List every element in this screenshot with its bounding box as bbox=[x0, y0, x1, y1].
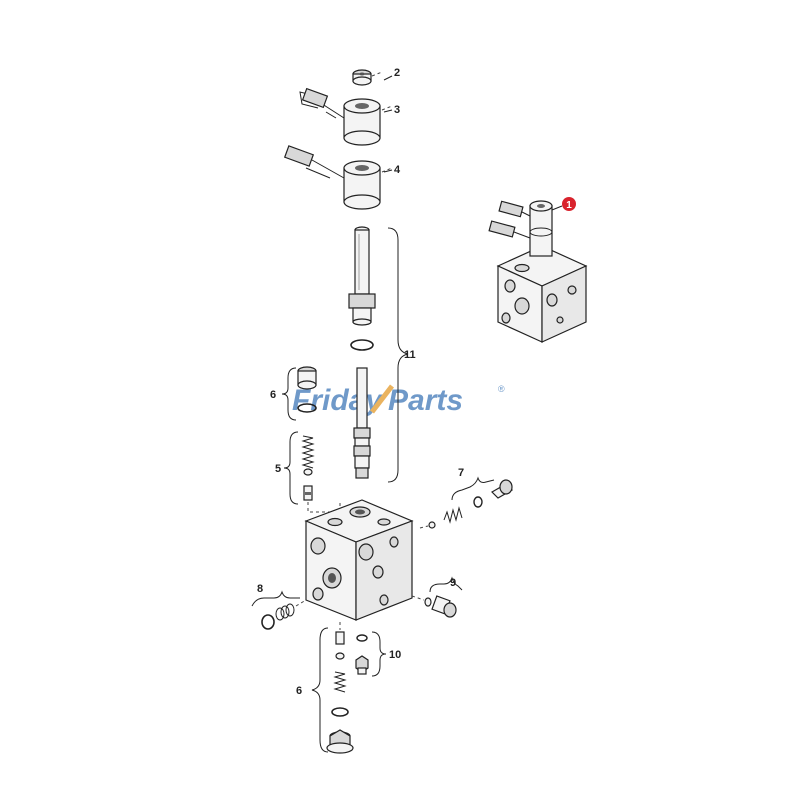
watermark-text-b: Parts bbox=[388, 384, 463, 417]
leader-1 bbox=[551, 205, 563, 211]
part-11-spool bbox=[353, 367, 371, 479]
part-6-plug-bottom-assembly bbox=[326, 622, 354, 754]
part-5-spring-assembly bbox=[301, 435, 315, 501]
part-6-plug-top bbox=[297, 366, 317, 413]
callout-bracket-6b bbox=[311, 627, 329, 753]
callout-4-label: 4 bbox=[394, 164, 401, 176]
leader-2 bbox=[383, 75, 393, 81]
callout-bracket-7 bbox=[451, 476, 495, 501]
leader-5 bbox=[307, 500, 341, 513]
callout-1: 1 bbox=[562, 197, 576, 211]
callout-5-label: 5 bbox=[275, 463, 281, 475]
callout-bracket-11 bbox=[387, 227, 409, 483]
callout-bracket-5 bbox=[283, 431, 299, 505]
part-2-nut bbox=[352, 69, 383, 86]
watermark-swoosh bbox=[370, 384, 394, 414]
part-7-relief-assembly bbox=[419, 479, 513, 529]
callout-7-label: 7 bbox=[458, 467, 464, 479]
callout-6b-label: 6 bbox=[296, 685, 302, 697]
part-8-spring-ring bbox=[261, 599, 307, 630]
assembled-valve-inset bbox=[488, 200, 588, 343]
callout-9-label: 9 bbox=[450, 577, 456, 589]
callout-11-label: 11 bbox=[404, 349, 416, 361]
leader-3 bbox=[383, 109, 393, 113]
part-9-fitting bbox=[411, 595, 457, 618]
callout-8-label: 8 bbox=[257, 583, 263, 595]
callout-bracket-10 bbox=[371, 631, 387, 677]
callout-1-badge bbox=[562, 197, 576, 211]
callout-2-label: 2 bbox=[394, 67, 400, 79]
leader-4 bbox=[383, 169, 393, 173]
part-11-o-ring bbox=[350, 339, 374, 351]
callout-bracket-9 bbox=[429, 576, 463, 593]
callout-10-label: 10 bbox=[389, 649, 401, 661]
part-4-solenoid-coil bbox=[283, 145, 393, 210]
callout-bracket-8 bbox=[251, 590, 300, 607]
part-3-solenoid-coil bbox=[299, 87, 393, 146]
callout-1-label: 1 bbox=[566, 200, 572, 211]
callout-6a-label: 6 bbox=[270, 389, 276, 401]
part-11-cartridge-tube bbox=[348, 226, 376, 326]
callout-bracket-6a bbox=[281, 367, 297, 421]
callout-3-label: 3 bbox=[394, 104, 400, 116]
main-valve-block bbox=[304, 499, 414, 621]
part-10-plug bbox=[355, 634, 369, 675]
watermark-registered: ® bbox=[498, 384, 505, 394]
